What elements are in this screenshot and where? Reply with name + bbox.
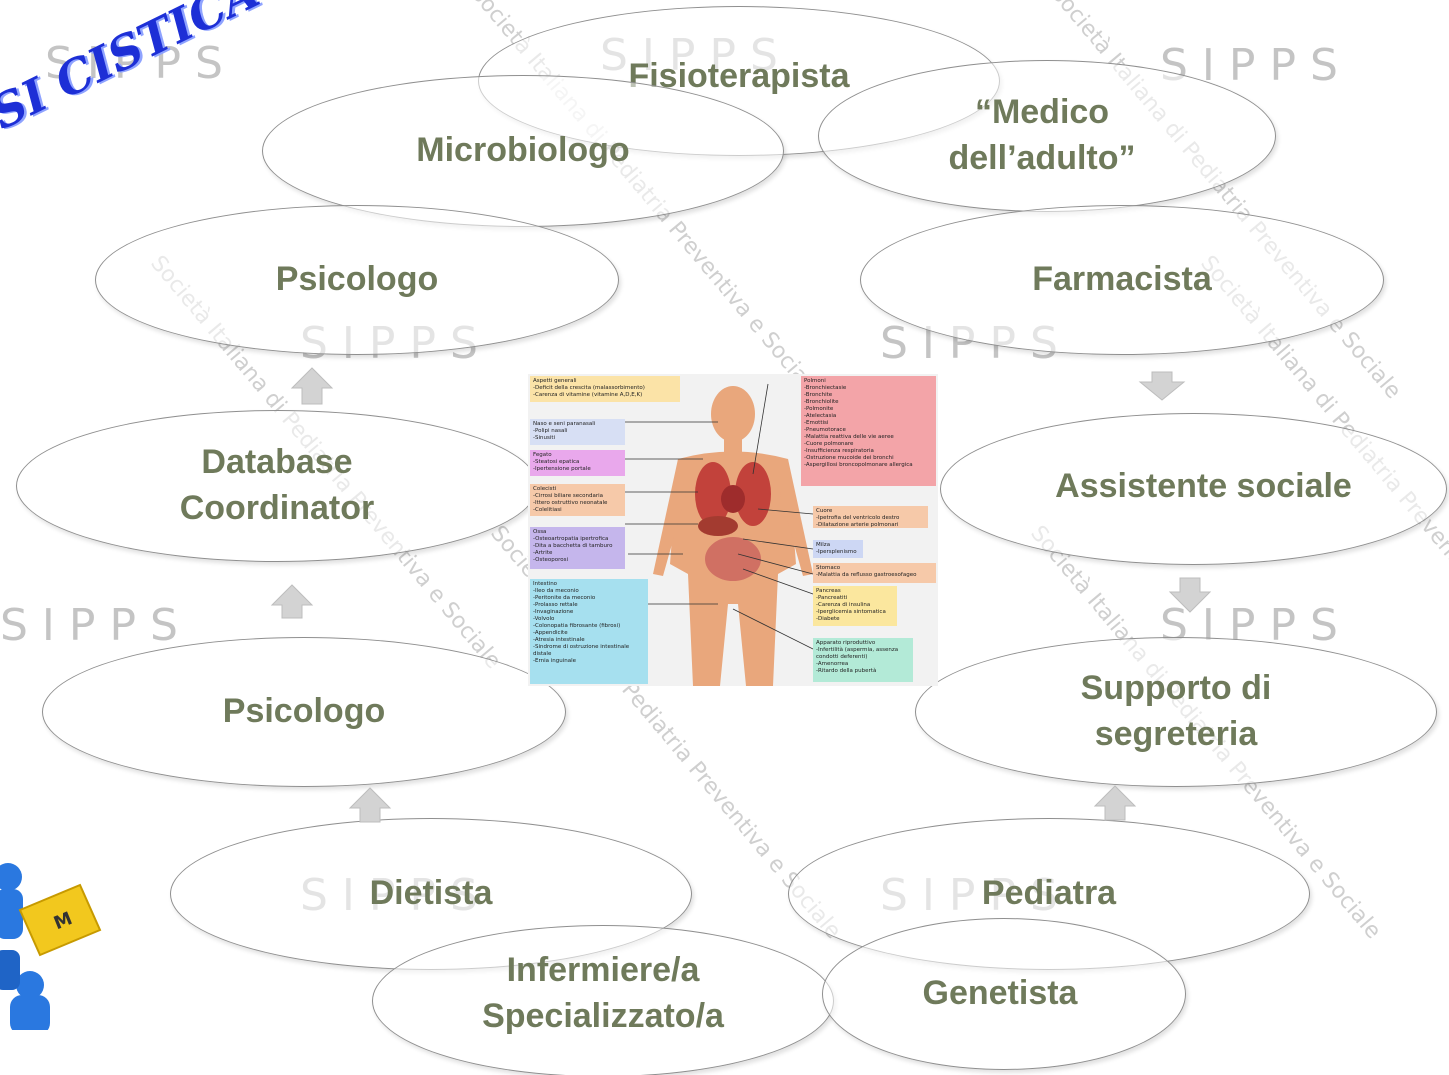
anatomy-box-stomach: Stomaco -Malattia da reflusso gastroesof…: [813, 563, 936, 583]
node-label: Farmacista: [1032, 257, 1212, 303]
node-label: “Medico dell’adulto”: [949, 90, 1136, 182]
node-label: Pediatra: [982, 871, 1116, 917]
anatomy-box-bones: Ossa -Osteoartropatia ipertrofica -Dita …: [530, 527, 625, 569]
node-label: Supporto di segreteria: [1081, 666, 1272, 758]
node-label: Microbiologo: [416, 128, 629, 174]
anatomy-box-reproductive: Apparato riproduttivo -Infertilità (aspe…: [813, 638, 913, 682]
node-medico-adulto: “Medico dell’adulto”: [818, 60, 1276, 212]
anatomy-box-liver: Fegato -Steatosi epatica -Ipertensione p…: [530, 450, 625, 476]
anatomy-box-heart: Cuore -Ipetrofia del ventricolo destro -…: [813, 506, 928, 528]
node-label: Assistente sociale: [1055, 464, 1352, 510]
node-label: Dietista: [370, 871, 493, 917]
anatomy-box-nose: Naso e seni paranasali -Polipi nasali -S…: [530, 419, 625, 445]
node-label: Genetista: [923, 971, 1078, 1017]
node-psicologo-bottom: Psicologo: [42, 637, 566, 787]
node-label: Psicologo: [223, 689, 385, 735]
node-infermiere: Infermiere/a Specializzato/a: [372, 925, 834, 1075]
anatomy-box-gallbladder: Colecisti -Cirrosi biliare secondaria -I…: [530, 484, 625, 516]
anatomy-box-general: Aspetti generali -Deficit della crescita…: [530, 376, 680, 402]
node-supporto-segreteria: Supporto di segreteria: [915, 637, 1437, 787]
teamwork-puzzle-logo: M: [0, 855, 110, 1030]
arrow-down-icon: [1140, 372, 1184, 400]
arrow-up-icon: [1095, 786, 1135, 820]
anatomy-box-spleen: Milza -Ipersplenismo: [813, 540, 863, 558]
node-label: Database Coordinator: [180, 440, 375, 532]
node-psicologo-top: Psicologo: [95, 205, 619, 355]
arrow-up-icon: [272, 585, 312, 618]
arrow-down-icon: [1170, 578, 1210, 612]
node-label: Infermiere/a Specializzato/a: [482, 948, 724, 1040]
node-label: Psicologo: [276, 257, 438, 303]
node-genetista: Genetista: [822, 918, 1186, 1070]
anatomy-illustration: Aspetti generali -Deficit della crescita…: [528, 374, 938, 686]
node-database-coordinator: Database Coordinator: [16, 410, 538, 562]
anatomy-box-intestine: Intestino -Ileo da meconio -Peritonite d…: [530, 579, 648, 684]
watermark-acronym: SIPPS: [0, 600, 192, 651]
anatomy-box-pancreas: Pancreas -Pancreatiti -Carenza di insuli…: [813, 586, 897, 626]
corner-title: SI CISTICA: [0, 0, 267, 140]
arrow-up-icon: [350, 788, 390, 822]
node-farmacista: Farmacista: [860, 205, 1384, 355]
node-assistente-sociale: Assistente sociale: [940, 413, 1447, 565]
anatomy-box-lungs: Polmoni -Bronchiectasie -Bronchite -Bron…: [801, 376, 936, 486]
arrow-up-icon: [292, 368, 332, 404]
